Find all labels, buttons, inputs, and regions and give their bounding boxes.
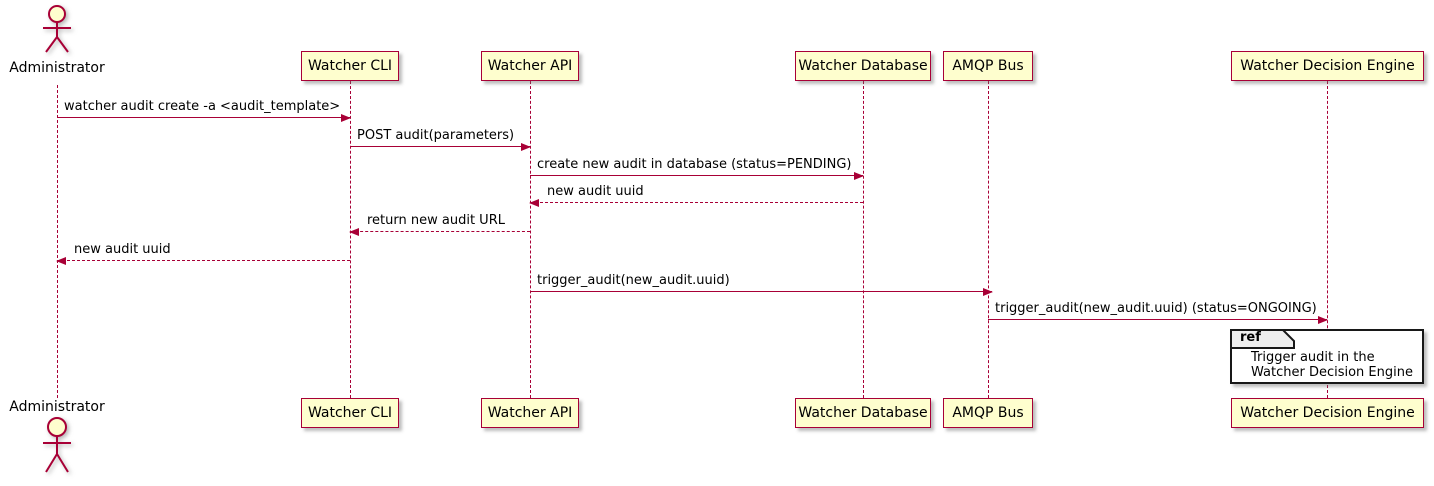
ref-header-pentagon-icon: [1230, 329, 1295, 349]
message-watcher-audit-create: watcher audit create -a <audit_template>: [57, 97, 351, 122]
actor-administrator-bottom-icon: [43, 417, 71, 473]
lifeline-amqp-bus: [988, 81, 989, 398]
message-label: return new audit URL: [367, 213, 505, 228]
participant-watcher-database-bottom: Watcher Database: [795, 398, 931, 428]
arrowhead-right-icon: [1318, 316, 1328, 324]
arrowhead-right-icon: [983, 288, 993, 296]
arrowhead-right-icon: [521, 143, 531, 151]
participant-watcher-api-top: Watcher API: [481, 51, 579, 81]
ref-text-line-2: Watcher Decision Engine: [1251, 365, 1413, 380]
message-label: create new audit in database (status=PEN…: [537, 157, 852, 172]
actor-administrator-bottom-label: Administrator: [9, 399, 105, 415]
lifeline-watcher-cli: [350, 81, 351, 398]
message-new-audit-uuid-cli: new audit uuid: [56, 240, 350, 265]
message-post-audit: POST audit(parameters): [350, 126, 531, 151]
actor-administrator-top-icon: [43, 5, 71, 53]
lifeline-watcher-database: [863, 81, 864, 398]
participant-watcher-cli-top: Watcher CLI: [301, 51, 399, 81]
ref-fragment-text: Trigger audit in the Watcher Decision En…: [1251, 350, 1413, 380]
ref-fragment-header: ref: [1230, 329, 1298, 349]
message-label: POST audit(parameters): [357, 128, 515, 143]
arrowhead-left-icon: [529, 199, 539, 207]
ref-text-line-1: Trigger audit in the: [1251, 350, 1375, 365]
participant-amqp-bus-top: AMQP Bus: [943, 51, 1033, 81]
participant-watcher-decision-engine-top: Watcher Decision Engine: [1231, 51, 1424, 81]
arrowhead-left-icon: [56, 257, 66, 265]
participant-watcher-cli-bottom: Watcher CLI: [301, 398, 399, 428]
arrowhead-right-icon: [854, 172, 864, 180]
actor-administrator-top-label: Administrator: [9, 60, 105, 76]
ref-fragment: ref Trigger audit in the Watcher Decisio…: [1230, 329, 1424, 384]
participant-watcher-api-bottom: Watcher API: [481, 398, 579, 428]
lifeline-watcher-decision-engine: [1327, 81, 1328, 398]
message-trigger-audit-ongoing: trigger_audit(new_audit.uuid) (status=ON…: [988, 299, 1328, 324]
participant-watcher-database-top: Watcher Database: [795, 51, 931, 81]
participant-amqp-bus-bottom: AMQP Bus: [943, 398, 1033, 428]
participant-watcher-decision-engine-bottom: Watcher Decision Engine: [1231, 398, 1424, 428]
message-label: trigger_audit(new_audit.uuid): [537, 273, 730, 288]
message-label: new audit uuid: [547, 184, 644, 199]
message-label: trigger_audit(new_audit.uuid) (status=ON…: [995, 301, 1317, 316]
arrowhead-right-icon: [341, 114, 351, 122]
message-label: new audit uuid: [74, 242, 171, 257]
ref-keyword: ref: [1240, 330, 1261, 345]
message-new-audit-uuid-db: new audit uuid: [529, 182, 863, 207]
arrowhead-left-icon: [349, 228, 359, 236]
lifeline-watcher-api: [530, 81, 531, 398]
message-label: watcher audit create -a <audit_template>: [64, 99, 341, 114]
message-trigger-audit: trigger_audit(new_audit.uuid): [530, 271, 993, 296]
message-create-new-audit: create new audit in database (status=PEN…: [530, 155, 864, 180]
message-return-new-audit-url: return new audit URL: [349, 211, 530, 236]
lifeline-administrator: [57, 85, 58, 398]
